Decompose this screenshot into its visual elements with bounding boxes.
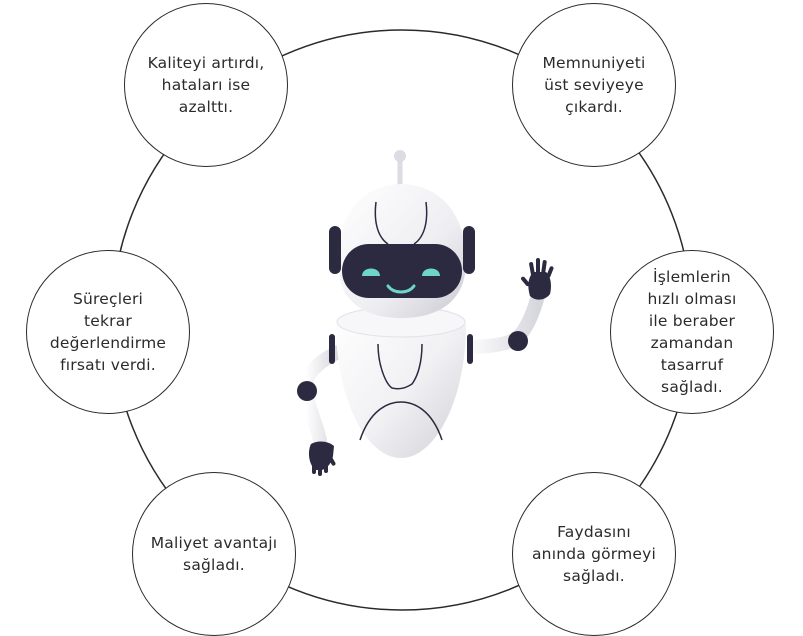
benefit-line: hızlı olması	[647, 290, 737, 308]
robot-ear-right	[463, 226, 475, 274]
benefit-text-quality: Kaliteyi artırdı, hataları ise azalttı.	[148, 52, 265, 118]
benefit-node-speed: İşlemlerin hızlı olması ile beraber zama…	[610, 250, 774, 414]
benefit-line: değerlendirme	[49, 334, 167, 352]
robot-eye-left	[362, 268, 380, 276]
benefit-line: tasarruf	[660, 356, 724, 374]
robot-eye-right	[422, 268, 440, 276]
robot-illustration	[297, 150, 554, 476]
robot-visor	[342, 244, 462, 298]
benefit-text-speed: İşlemlerin hızlı olması ile beraber zama…	[648, 266, 737, 398]
benefit-line: fırsatı verdi.	[60, 356, 156, 374]
benefit-line: azalttı.	[178, 98, 234, 116]
robot-left-elbow	[297, 381, 317, 401]
benefit-line: sağladı.	[563, 567, 625, 585]
benefit-line: zamandan	[650, 334, 734, 352]
robot-smile	[386, 284, 416, 294]
benefit-line: ile beraber	[648, 312, 736, 330]
benefit-line: Süreçleri	[72, 290, 144, 308]
benefit-line: Memnuniyeti	[542, 54, 646, 72]
robot-left-hand	[308, 441, 336, 476]
benefit-line: Faydasını	[557, 523, 631, 541]
robot-antenna-tip	[394, 150, 406, 162]
robot-torso-base	[359, 401, 443, 441]
benefit-line: sağladı.	[661, 378, 723, 396]
benefit-node-cost: Maliyet avantajı sağladı.	[132, 472, 296, 636]
benefit-line: sağladı.	[183, 556, 245, 574]
benefit-line: anında görmeyi	[531, 545, 657, 563]
benefit-line: çıkardı.	[565, 98, 623, 116]
robot-right-hand	[521, 258, 554, 300]
robot-torso-panel	[377, 343, 423, 390]
benefit-text-cost: Maliyet avantajı sağladı.	[151, 532, 278, 576]
benefit-line: Kaliteyi artırdı,	[147, 54, 265, 72]
benefit-text-review: Süreçleri tekrar değerlendirme fırsatı v…	[50, 288, 166, 376]
robot-ear-left	[329, 226, 341, 274]
robot-right-elbow	[508, 331, 528, 351]
benefit-line: İşlemlerin	[653, 268, 731, 286]
robot-side-tab-left	[329, 334, 335, 364]
benefit-line: üst seviyeye	[544, 76, 644, 94]
robot-torso	[335, 306, 467, 458]
benefit-node-satisfaction: Memnuniyeti üst seviyeye çıkardı.	[512, 3, 676, 167]
benefit-text-satisfaction: Memnuniyeti üst seviyeye çıkardı.	[542, 52, 645, 118]
benefit-node-quality: Kaliteyi artırdı, hataları ise azalttı.	[124, 3, 288, 167]
benefit-line: hataları ise	[161, 76, 251, 94]
robot-head-seam	[374, 201, 428, 245]
benefit-node-instant: Faydasını anında görmeyi sağladı.	[512, 472, 676, 636]
benefit-node-review: Süreçleri tekrar değerlendirme fırsatı v…	[26, 250, 190, 414]
robot-side-tab-right	[467, 334, 473, 364]
benefit-text-instant: Faydasını anında görmeyi sağladı.	[532, 521, 656, 587]
benefit-line: tekrar	[83, 312, 133, 330]
benefit-line: Maliyet avantajı	[150, 534, 278, 552]
